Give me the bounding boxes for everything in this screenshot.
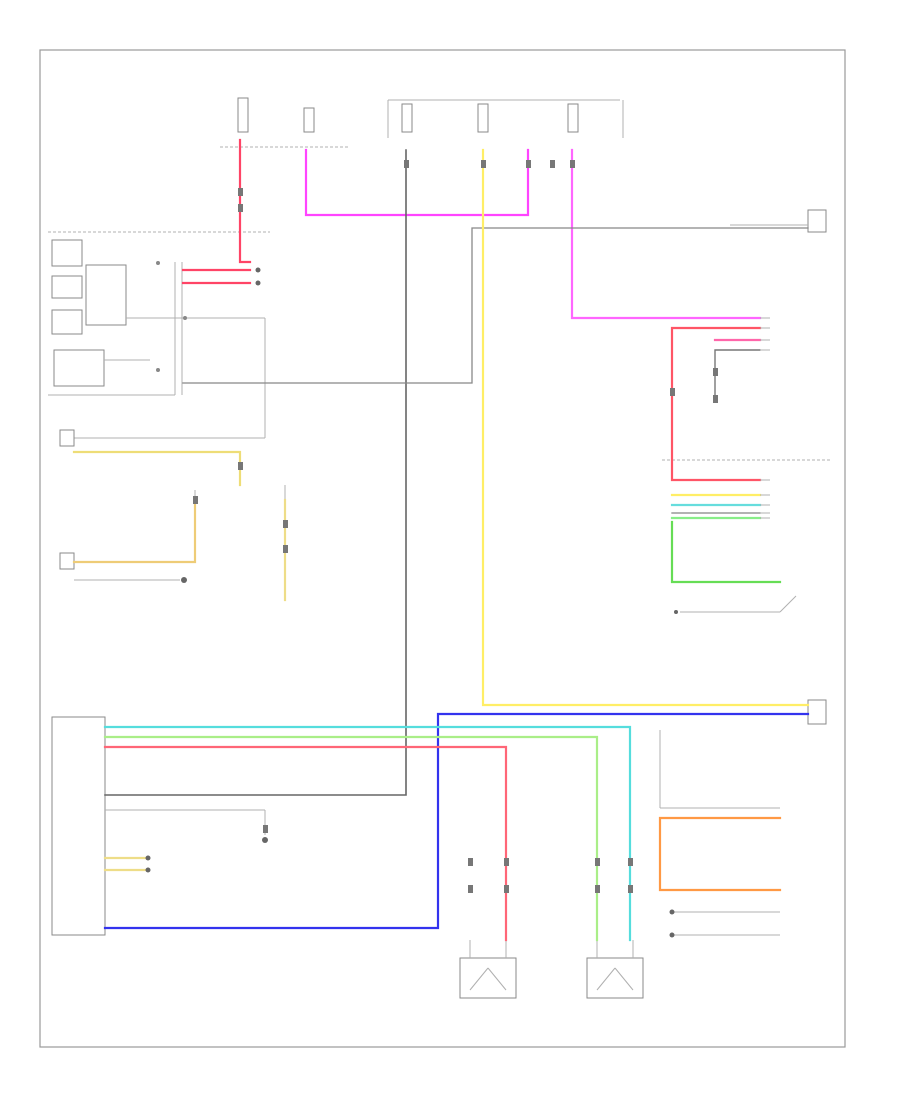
ground-point-2 xyxy=(262,837,268,843)
wire-blue xyxy=(103,712,810,930)
retractor-right xyxy=(586,957,644,999)
meter-indicator-2 xyxy=(51,275,83,299)
junction-connector-top xyxy=(807,209,827,233)
pin-stubs xyxy=(760,317,770,519)
top-connector-row xyxy=(220,97,624,148)
junction-connector-mid xyxy=(807,699,827,725)
retractor-left xyxy=(459,957,517,999)
meter-switch-block xyxy=(85,264,127,326)
meter-indicator-1 xyxy=(51,239,83,267)
wire-red-lower xyxy=(103,745,508,942)
wire-yellow-long xyxy=(481,148,810,707)
fuse-block-2 xyxy=(303,107,315,133)
fuse-block-5 xyxy=(567,103,579,133)
combination-meter-module xyxy=(48,231,270,439)
wire-orange-switch-2 xyxy=(72,503,197,564)
wire-dark-right xyxy=(714,349,761,396)
wire-green-right xyxy=(670,520,782,584)
wire-yellow-lower-left xyxy=(103,856,147,872)
wire-green-lower xyxy=(103,735,599,942)
wire-magenta-top xyxy=(304,148,530,217)
meter-cpu-block xyxy=(53,349,105,387)
ground-point-1 xyxy=(181,577,187,583)
seat-belt-retractors xyxy=(459,940,644,999)
fuse-block-3 xyxy=(401,103,413,133)
fuse-block-1 xyxy=(237,97,249,133)
diagram-frame xyxy=(39,49,846,1048)
wire-gray-meter xyxy=(182,227,809,384)
control-module-box xyxy=(51,716,106,936)
wire-dark-vertical xyxy=(104,149,407,796)
meter-indicator-3 xyxy=(51,309,83,335)
wire-red-top xyxy=(181,138,252,285)
connector-markers xyxy=(193,160,718,893)
fuse-block-4 xyxy=(477,103,489,133)
wire-red-right xyxy=(670,326,762,482)
seat-belt-control-module xyxy=(51,716,268,936)
wire-cyan xyxy=(103,725,632,942)
wire-yellow-switch-1 xyxy=(72,450,242,487)
wire-orange-right xyxy=(658,816,782,892)
buckle-switch-2 xyxy=(59,552,75,570)
left-switches xyxy=(59,429,286,583)
right-connectors xyxy=(659,209,830,938)
buckle-switch-1 xyxy=(59,429,75,447)
wire-magenta-right xyxy=(570,148,762,320)
